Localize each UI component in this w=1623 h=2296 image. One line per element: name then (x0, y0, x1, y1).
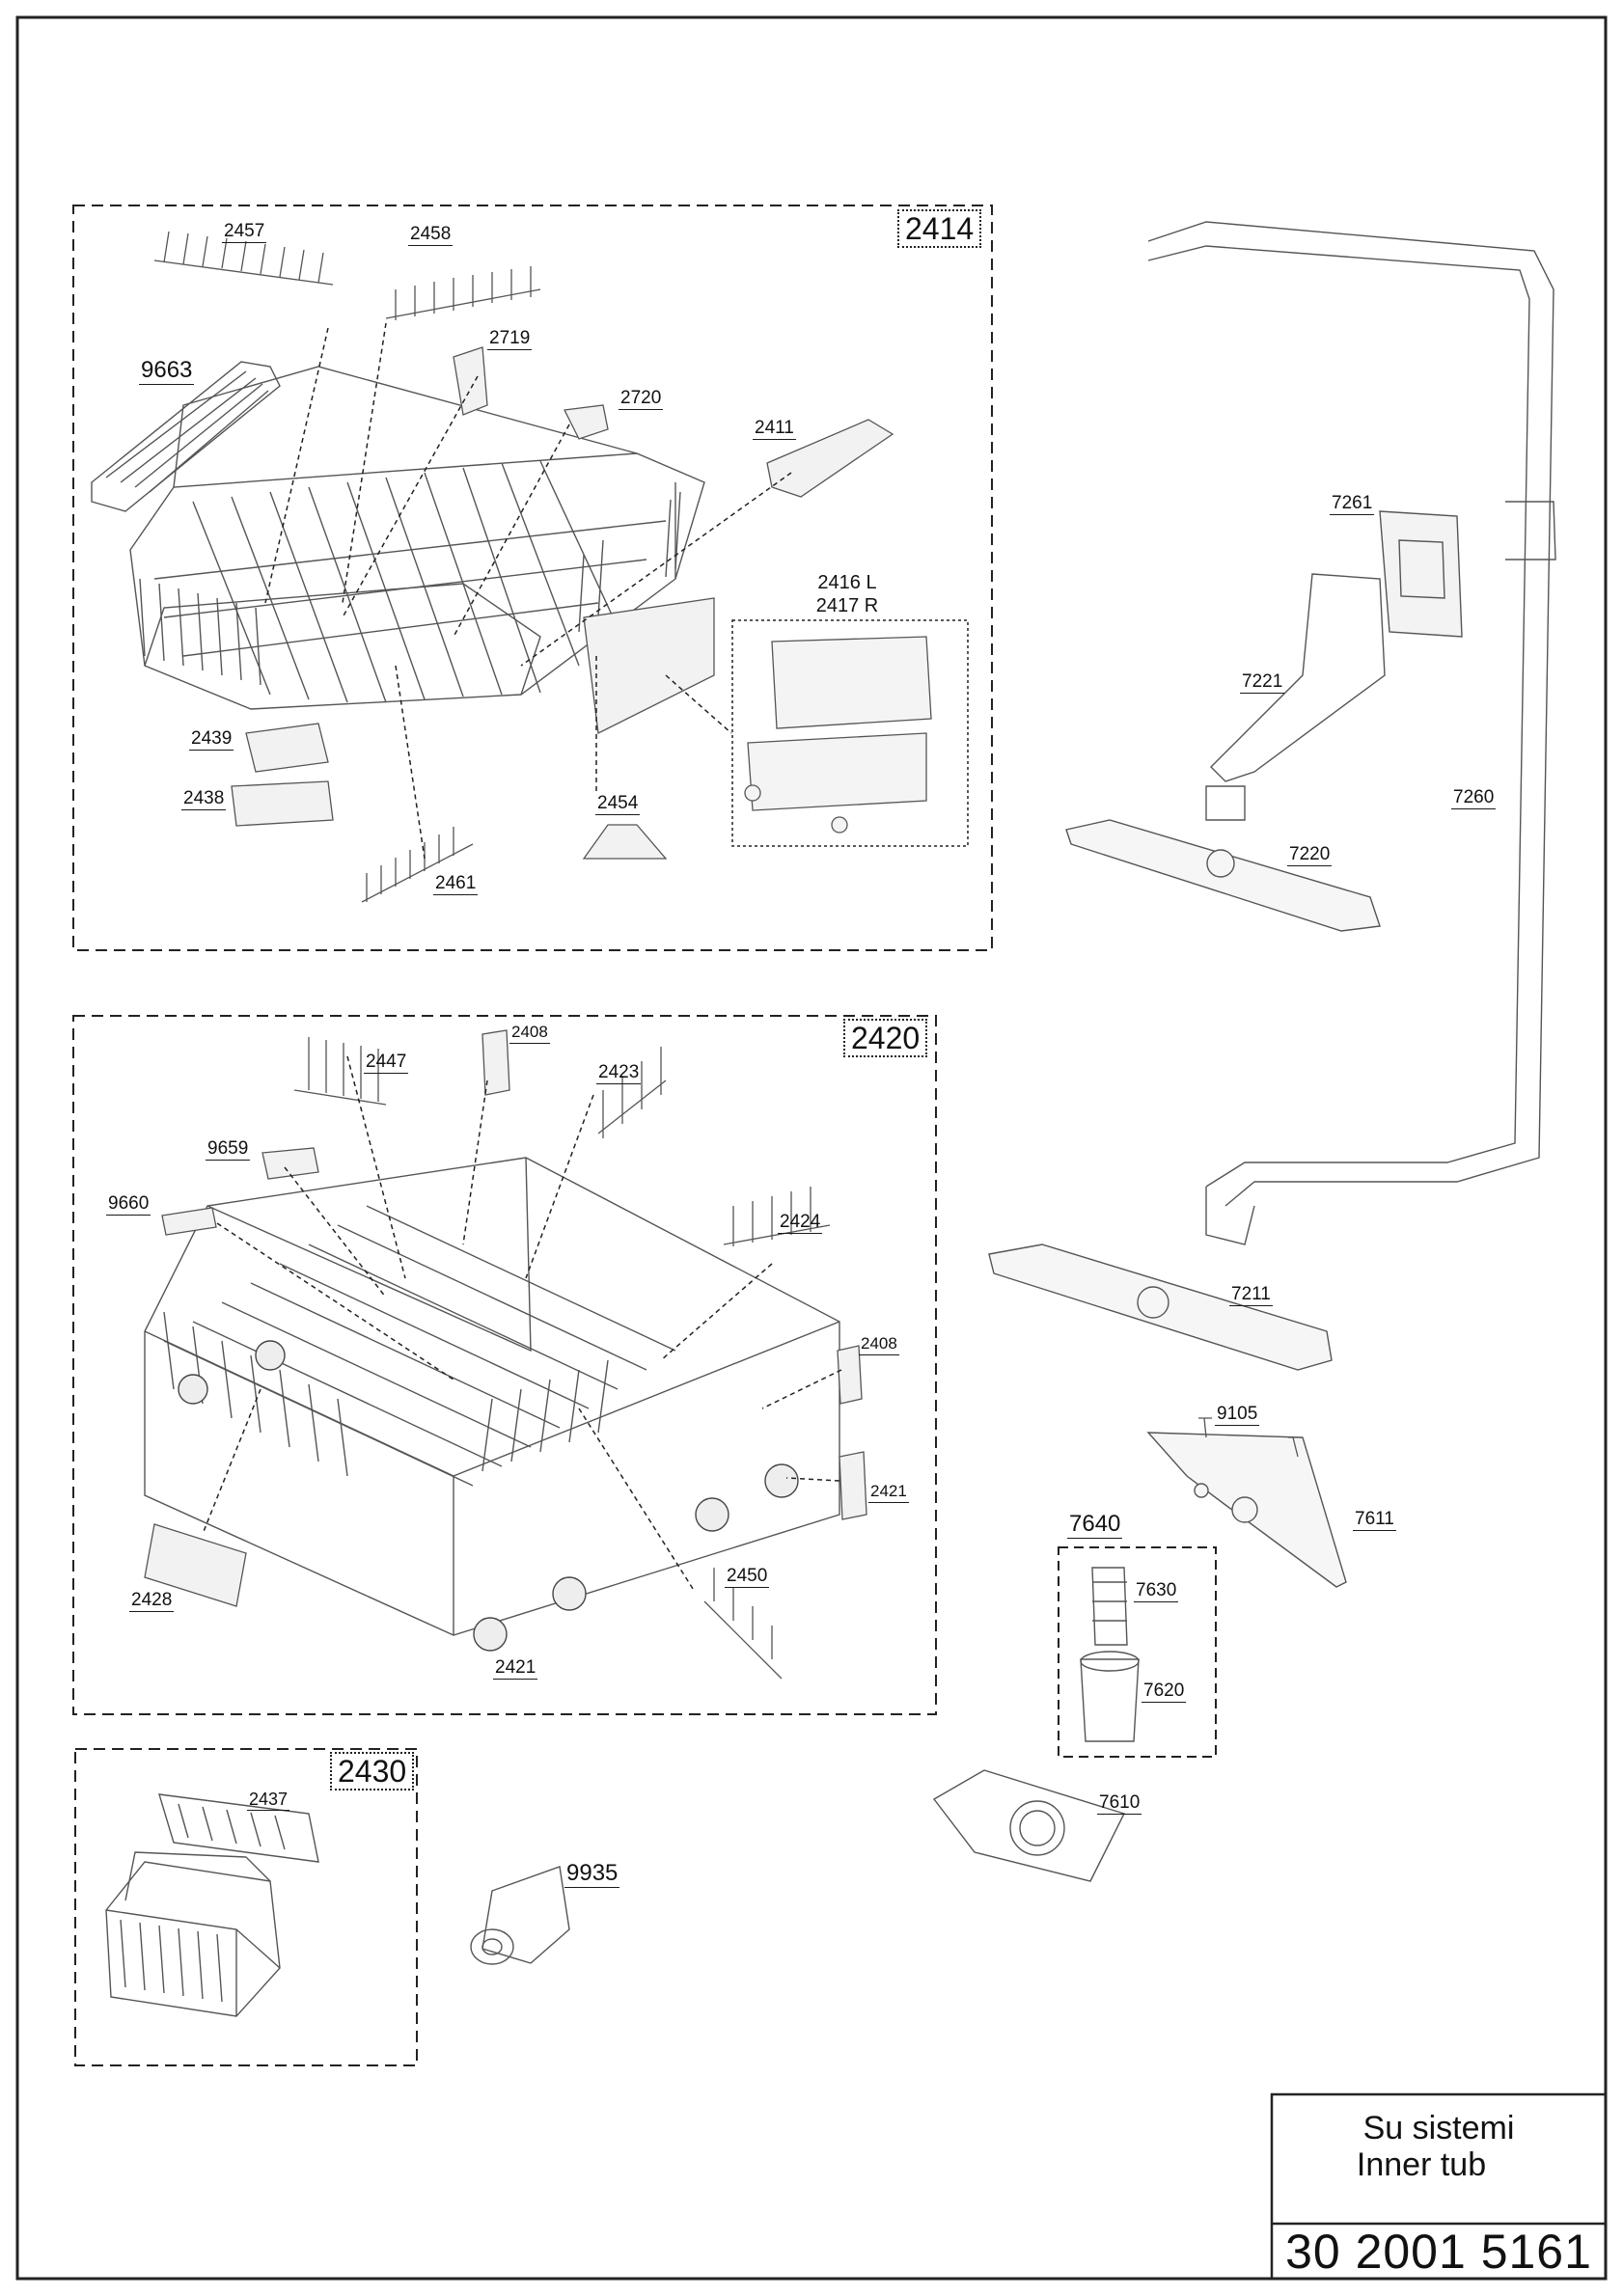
title-block-title-tr: Su sistemi (1362, 2110, 1515, 2146)
callout-7630: 7630 (1134, 1580, 1179, 1602)
callout-9660: 9660 (106, 1193, 151, 1216)
callout-7261: 7261 (1330, 493, 1375, 515)
cutlery-basket-drawing (105, 1793, 319, 2017)
group-box-side-rail (731, 619, 969, 847)
group-label-lower-basket: 2420 (843, 1019, 928, 1057)
sheet-border (15, 15, 1608, 2281)
lower-leader-lines (202, 1055, 842, 1593)
callout-2720: 2720 (619, 388, 664, 410)
upper-small-parts (231, 346, 894, 860)
callout-2423: 2423 (596, 1062, 642, 1084)
screw-9105-drawing (1198, 1417, 1303, 1458)
callout-7611: 7611 (1353, 1509, 1396, 1531)
callout-7211: 7211 (1229, 1284, 1273, 1306)
upper-basket-drawing (129, 366, 705, 710)
part-7261-drawing (1379, 510, 1463, 638)
side-rail-drawing (744, 636, 932, 834)
callout-7610: 7610 (1097, 1792, 1142, 1815)
callout-7620: 7620 (1142, 1681, 1187, 1703)
tine-racks-upper (153, 231, 541, 903)
part-7221-drawing (1205, 573, 1386, 821)
group-label-filter: 7640 (1067, 1511, 1123, 1539)
callout-7221: 7221 (1240, 671, 1285, 694)
callout-2457: 2457 (222, 221, 267, 243)
group-box-cutlery (74, 1748, 418, 2066)
lower-wheels (178, 1340, 799, 1652)
title-block-code: 30 2001 5161 (1285, 2225, 1592, 2279)
part-7610-drawing (932, 1769, 1125, 1882)
group-label-upper-basket: 2414 (897, 209, 982, 248)
group-label-cutlery: 2430 (330, 1752, 415, 1790)
group-box-filter (1058, 1546, 1217, 1758)
title-block-frame (1270, 2092, 1608, 2281)
callout-9663: 9663 (139, 357, 195, 385)
lower-basket-drawing (144, 1157, 840, 1636)
callout-9659: 9659 (206, 1138, 251, 1161)
part-9663-drawing (91, 361, 281, 512)
part-7220-drawing (1065, 819, 1381, 932)
callout-7220: 7220 (1287, 844, 1333, 866)
callout-2437: 2437 (247, 1790, 290, 1811)
callout-2408-top: 2408 (509, 1022, 550, 1044)
callout-2408-right: 2408 (859, 1333, 899, 1355)
filter-parts-drawing (1080, 1567, 1140, 1742)
callout-2458: 2458 (408, 224, 454, 246)
lower-small-parts (144, 1029, 867, 1607)
callout-2421-bottom: 2421 (493, 1657, 538, 1680)
callout-2719: 2719 (487, 328, 533, 350)
title-block-title-en: Inner tub (1356, 2146, 1487, 2183)
callout-9935: 9935 (564, 1860, 620, 1888)
callout-2438: 2438 (181, 788, 227, 810)
side-rail-label-right: 2417 R (815, 595, 879, 616)
callout-2447: 2447 (364, 1052, 409, 1074)
callout-2421-right: 2421 (868, 1481, 909, 1503)
callout-2424: 2424 (778, 1212, 823, 1234)
group-box-lower-basket (72, 1015, 937, 1715)
part-7611-drawing (1146, 1432, 1347, 1588)
callout-2439: 2439 (189, 728, 234, 751)
part-7211-drawing (988, 1244, 1333, 1371)
part-9935-drawing (470, 1866, 570, 1965)
callout-2428: 2428 (129, 1590, 175, 1612)
side-rail-label-left: 2416 L (817, 572, 877, 593)
callout-9105: 9105 (1215, 1404, 1260, 1426)
tine-racks-lower (293, 1037, 831, 1680)
upper-leader-lines (264, 322, 792, 860)
callout-2454: 2454 (595, 793, 641, 815)
callout-2450: 2450 (725, 1566, 770, 1588)
callout-2411: 2411 (753, 418, 796, 440)
pipe-7260-drawing (1147, 221, 1556, 1245)
callout-7260: 7260 (1451, 787, 1497, 809)
callout-2461: 2461 (433, 873, 479, 895)
group-box-upper-basket (72, 205, 993, 951)
